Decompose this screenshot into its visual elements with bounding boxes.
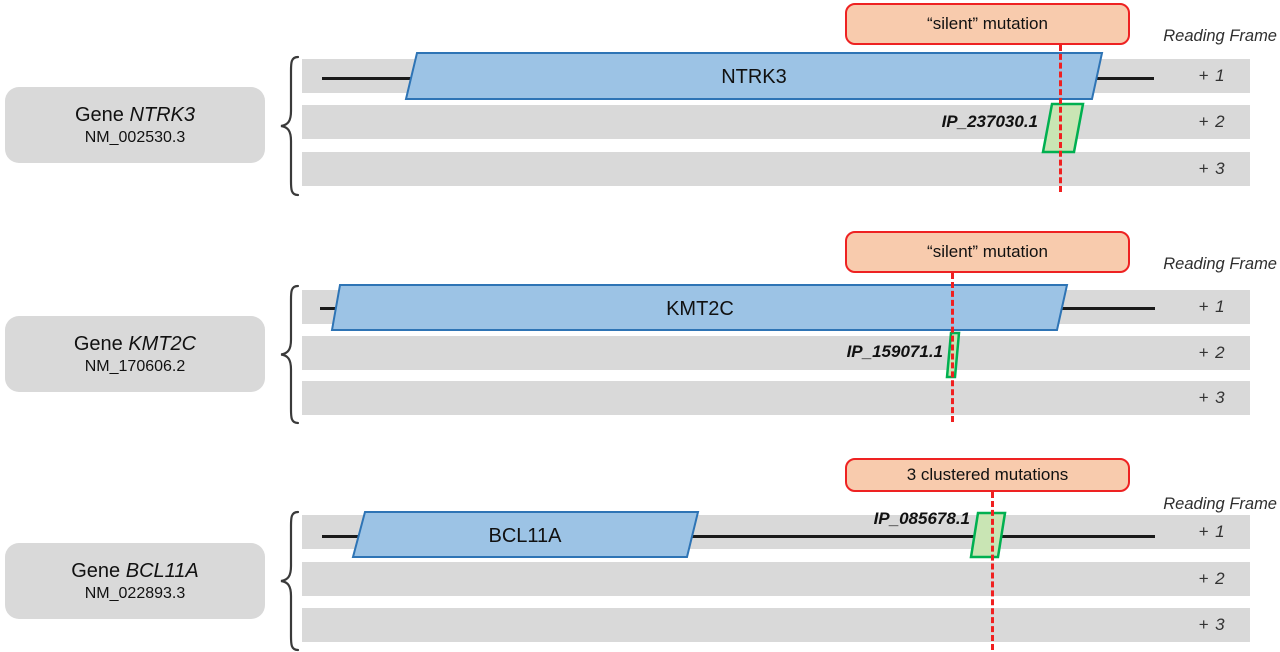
mutation-callout: “silent” mutation [845, 231, 1130, 273]
frame-label-plus3: + 3 [1198, 615, 1226, 634]
reading-frame-track-2 [302, 562, 1250, 596]
gene-label-box: Gene NTRK3 NM_002530.3 [5, 87, 265, 163]
mutation-position-line [991, 492, 994, 650]
frame-label-plus3: + 3 [1198, 159, 1226, 178]
gene-title-prefix: Gene [73, 332, 123, 355]
mutation-callout-label: 3 clustered mutations [906, 465, 1069, 484]
reading-frame-heading: Reading Frame [1163, 255, 1277, 273]
intron-line-right [1095, 77, 1154, 80]
exon-label: BCL11A [488, 525, 562, 547]
gene-title-prefix: Gene [74, 103, 124, 126]
brace-icon [278, 510, 302, 652]
reading-frame-heading: Reading Frame [1163, 495, 1277, 513]
reading-frame-heading: Reading Frame [1163, 27, 1277, 45]
isoform-label: IP_085678.1 [873, 509, 970, 528]
panel-ntrk3: NTRK3 IP_237030.1 “silent” mutation Read… [0, 0, 1280, 228]
frame-label-plus3: + 3 [1198, 388, 1226, 407]
frame-label-plus1: + 1 [1198, 66, 1226, 85]
isoform-label: IP_237030.1 [941, 112, 1038, 131]
panel-bcl11a: BCL11A IP_085678.1 3 clustered mutations… [0, 455, 1280, 652]
brace-icon [278, 284, 302, 425]
gene-label-box: Gene BCL11A NM_022893.3 [5, 543, 265, 619]
intron-line-left [322, 77, 412, 80]
exon-label: KMT2C [666, 298, 734, 320]
intron-line-left [322, 535, 359, 538]
gene-name: BCL11A [125, 559, 199, 582]
reading-frame-track-3 [302, 152, 1250, 186]
reading-frame-track-3 [302, 381, 1250, 415]
mutation-callout-label: “silent” mutation [927, 14, 1048, 33]
gene-accession: NM_002530.3 [84, 128, 186, 146]
intron-line-left [320, 307, 337, 310]
gene-title: Gene NTRK3 [75, 104, 195, 127]
gene-accession: NM_022893.3 [84, 584, 186, 602]
exon-label: NTRK3 [721, 66, 787, 88]
gene-name: NTRK3 [129, 103, 196, 126]
mutation-position-line [951, 273, 954, 422]
gene-title: Gene KMT2C [74, 333, 196, 356]
frame-label-plus2: + 2 [1198, 112, 1226, 131]
frame-label-plus2: + 2 [1198, 569, 1226, 588]
mutation-callout: 3 clustered mutations [845, 458, 1130, 492]
mutation-callout-label: “silent” mutation [927, 242, 1048, 261]
mutation-callout: “silent” mutation [845, 3, 1130, 45]
reading-frame-track-2 [302, 336, 1250, 370]
mutation-position-line [1059, 45, 1062, 192]
gene-label-box: Gene KMT2C NM_170606.2 [5, 316, 265, 392]
frame-label-plus2: + 2 [1198, 343, 1226, 362]
gene-accession: NM_170606.2 [84, 357, 186, 375]
gene-title-prefix: Gene [71, 559, 121, 582]
gene-name: KMT2C [128, 332, 197, 355]
panel-kmt2c: KMT2C IP_159071.1 “silent” mutation Read… [0, 228, 1280, 455]
frame-label-plus1: + 1 [1198, 522, 1226, 541]
isoform-label: IP_159071.1 [846, 342, 943, 361]
intron-line-right [692, 535, 1155, 538]
brace-icon [278, 55, 302, 197]
gene-title: Gene BCL11A [71, 560, 199, 583]
reading-frame-track-3 [302, 608, 1250, 642]
frame-label-plus1: + 1 [1198, 297, 1226, 316]
intron-line-right [1060, 307, 1155, 310]
reading-frame-track-2 [302, 105, 1250, 139]
